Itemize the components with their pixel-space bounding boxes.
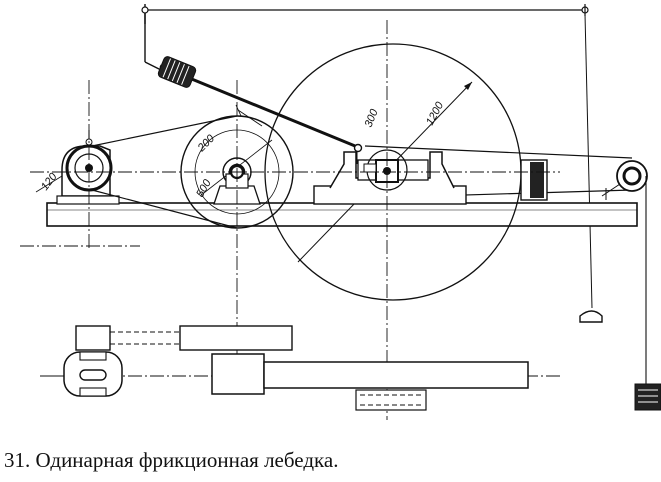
winch-drawing: 120 200 500 300 1200 xyxy=(20,4,661,420)
brake-block xyxy=(520,159,548,201)
dim-pulley-outer: 200 xyxy=(195,132,218,155)
friction-bearing xyxy=(313,149,467,205)
weight-hanging xyxy=(579,310,603,323)
hanging-load xyxy=(634,383,661,411)
plan-view xyxy=(40,325,560,411)
dim-pulley-large: 500 xyxy=(194,177,214,200)
dim-drum: 1200 xyxy=(424,99,446,127)
figure-caption: 31. Одинарная фрикционная лебедка. xyxy=(4,448,339,472)
brake-lever xyxy=(159,64,363,153)
centre-lines xyxy=(20,20,560,420)
lever-frame xyxy=(141,4,593,309)
rope-pulley xyxy=(601,160,648,384)
dim-friction-wheel: 300 xyxy=(363,107,381,129)
dim-motor-pulley: 120 xyxy=(39,170,60,193)
base-frame xyxy=(46,202,638,227)
electric-motor xyxy=(35,130,120,205)
spring-counterweight xyxy=(157,56,197,88)
